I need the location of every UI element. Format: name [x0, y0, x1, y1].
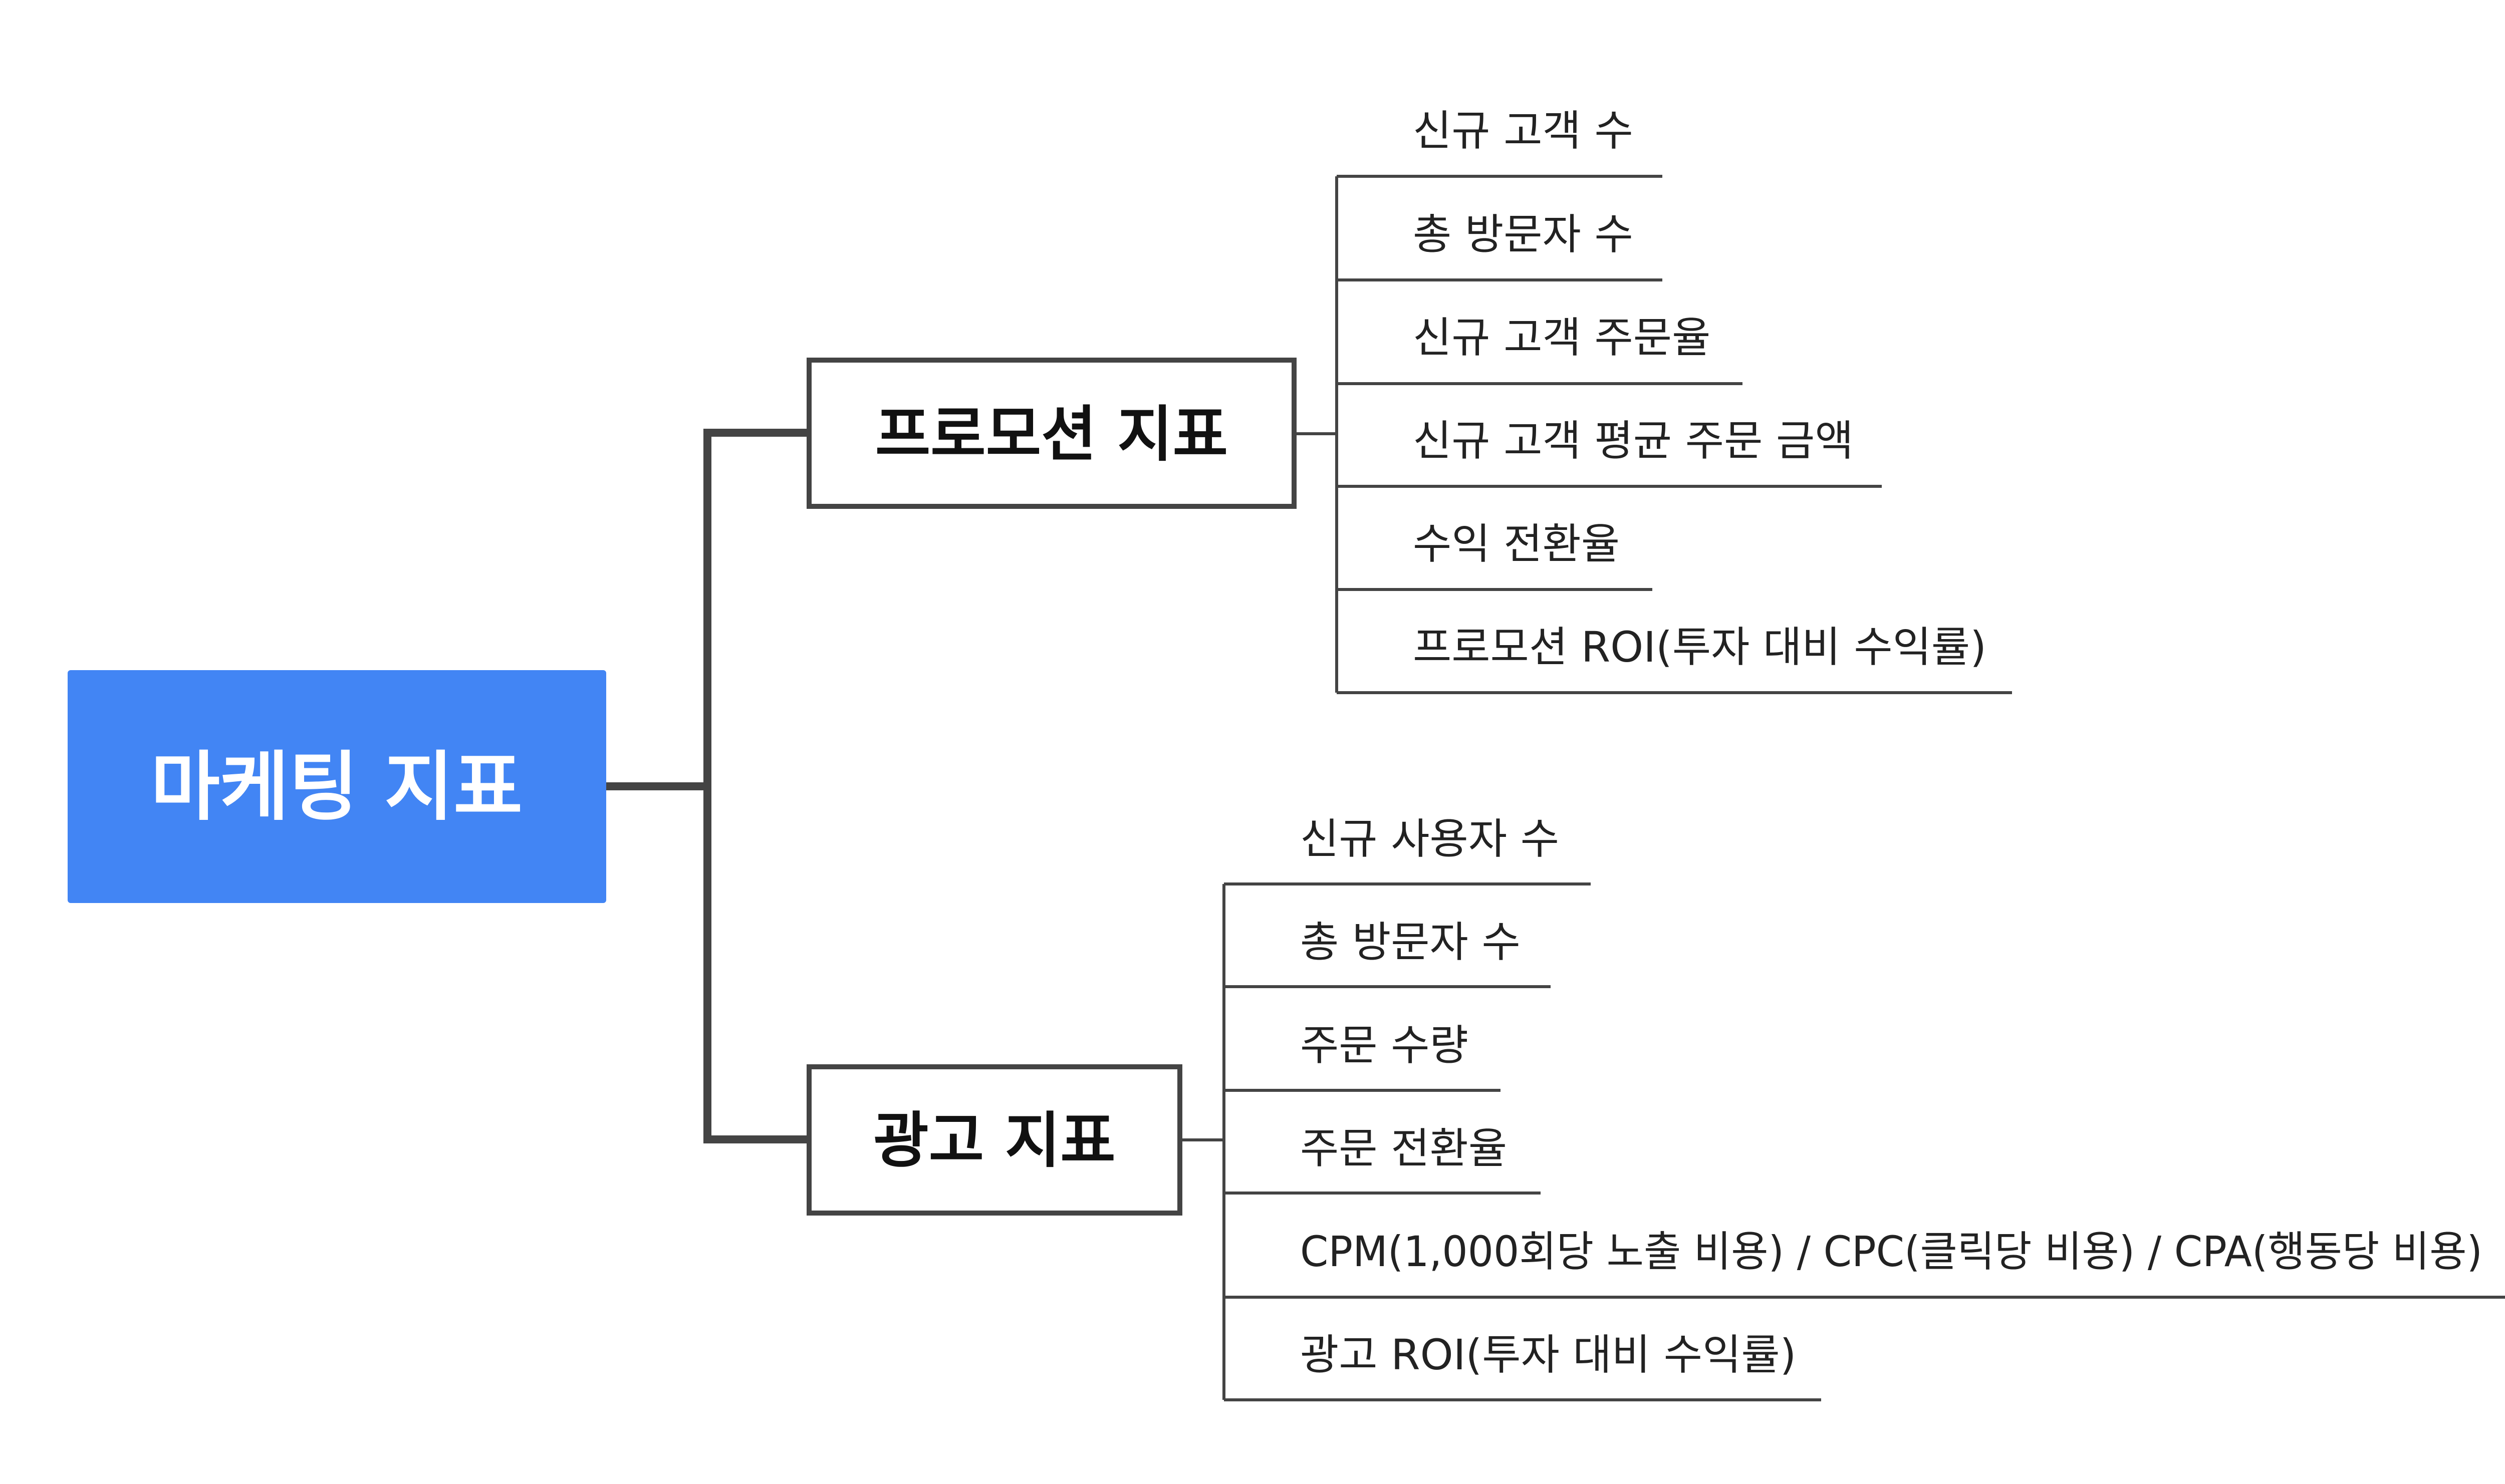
ads-leaf-3: 주문 수량 [1300, 1021, 1468, 1070]
branch-promotion-box [807, 358, 1297, 509]
branch-ads-label: 광고 지표 [873, 1106, 1115, 1176]
branch-ads-leaf-lines [1180, 882, 2505, 1401]
branch-ads-leaves: 신규 사용자 수 총 방문자 수 주문 수량 주문 전환율 CPM(1,000회… [1300, 814, 2482, 1379]
root-label: 마케팅 지표 [151, 744, 523, 831]
branch-promotion[interactable]: 프로모션 지표 [807, 358, 1297, 509]
promotion-leaf-3: 신규 고객 주문율 [1413, 313, 1710, 362]
promotion-leaf-6: 프로모션 ROI(투자 대비 수익률) [1413, 623, 1986, 672]
root-node[interactable]: 마케팅 지표 [68, 670, 606, 903]
branch-ads[interactable]: 광고 지표 [807, 1064, 1182, 1216]
promotion-leaf-4: 신규 고객 평균 주문 금액 [1413, 416, 1854, 465]
ads-leaf-6: 광고 ROI(투자 대비 수익률) [1300, 1330, 1796, 1379]
branch-promotion-leaf-lines [1294, 175, 2012, 694]
promotion-leaf-2: 총 방문자 수 [1413, 210, 1633, 259]
ads-leaf-4: 주문 전환율 [1300, 1124, 1507, 1173]
ads-leaf-2: 총 방문자 수 [1300, 918, 1521, 967]
branch-promotion-label: 프로모션 지표 [875, 400, 1228, 470]
promotion-leaf-1: 신규 고객 수 [1413, 106, 1633, 155]
root-node-box [68, 670, 606, 903]
ads-leaf-1: 신규 사용자 수 [1300, 814, 1559, 863]
ads-leaf-5: CPM(1,000회당 노출 비용) / CPC(클릭당 비용) / CPA(행… [1300, 1227, 2482, 1276]
branch-promotion-leaves: 신규 고객 수 총 방문자 수 신규 고객 주문율 신규 고객 평균 주문 금액… [1413, 106, 1986, 672]
promotion-leaf-5: 수익 전환율 [1413, 519, 1620, 568]
trunk-connectors [606, 429, 809, 1143]
